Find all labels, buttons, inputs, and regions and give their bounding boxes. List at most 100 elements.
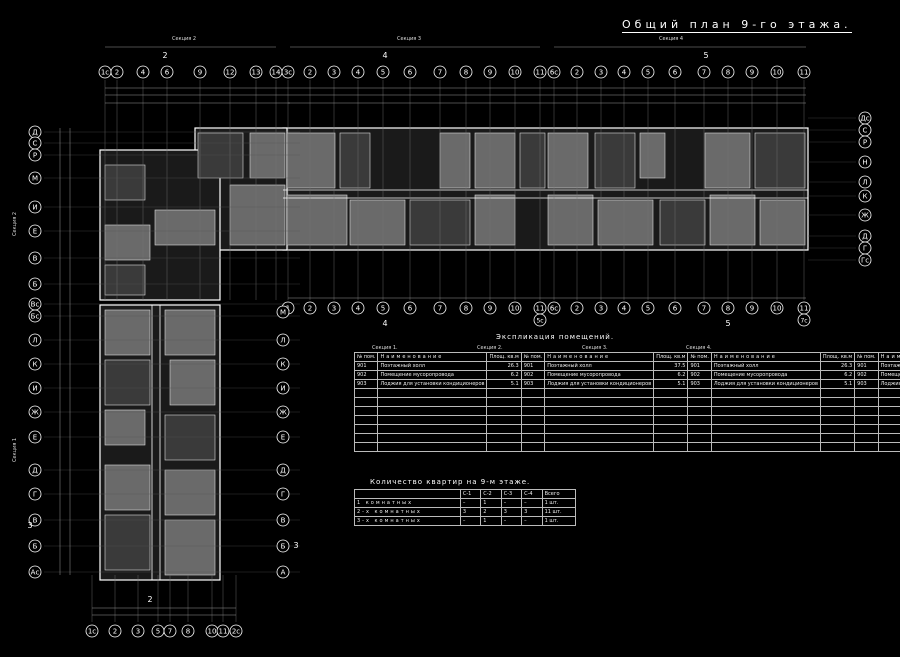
- axis-bubble-left-label: К: [33, 361, 38, 369]
- axis-bubble-top-label: 2: [308, 69, 312, 77]
- cut-mark-label: 4: [382, 319, 387, 328]
- axis-bubble-right-label: Л: [862, 179, 867, 187]
- axis-bubble-top: [770, 65, 784, 79]
- axis-bubble-mid-right: [276, 539, 290, 553]
- apartment-count: –: [500, 516, 523, 526]
- axis-bubble-bottom: [770, 301, 784, 315]
- axis-bubble-top: [533, 65, 547, 79]
- room-area: [819, 442, 856, 452]
- apartments-title: Количество квартир на 9-м этаже.: [370, 478, 531, 486]
- axis-bubble-top: [594, 65, 608, 79]
- axis-bubble-right-label: Дс: [860, 115, 869, 123]
- apartment-count: –: [500, 498, 523, 508]
- axis-bubble-mid-right: [276, 430, 290, 444]
- room-number: [353, 415, 379, 425]
- room-area: [819, 397, 856, 407]
- room-name: [377, 424, 488, 434]
- axis-bubble-left-label: Б: [33, 281, 38, 289]
- axis-bubble-bottom-label: 4: [356, 305, 361, 313]
- room-number: 903: [687, 379, 712, 389]
- axis-bubble-mid-right-label: В: [281, 517, 286, 525]
- room-number: 903: [854, 379, 879, 389]
- room-number: [687, 442, 712, 452]
- room-number: [687, 433, 712, 443]
- room-name: [377, 397, 488, 407]
- room-name: Помещение мусоропровода: [377, 370, 488, 380]
- room-31: [104, 409, 146, 446]
- axis-bubble-left: [28, 171, 42, 185]
- room-number: [520, 406, 546, 416]
- apartment-count: 3: [500, 507, 523, 517]
- axis-bubble-mid-right: [276, 463, 290, 477]
- cut-mark-label: 3: [293, 541, 298, 550]
- axis-bubble-top-label: 4: [622, 69, 627, 77]
- room-name: Поэтажный холл: [710, 361, 821, 371]
- header-name: Наименование: [377, 352, 488, 362]
- axis-bubble-bottom: [668, 301, 682, 315]
- room-number: 902: [353, 370, 379, 380]
- axis-bubble-top: [668, 65, 682, 79]
- room-name: [544, 424, 655, 434]
- room-area: 5.1: [486, 379, 522, 389]
- section-label-top-2: Секция 2: [172, 36, 197, 42]
- axis-grid: [44, 46, 856, 622]
- axis-bubble-top-label: 11: [536, 69, 545, 77]
- axis-bubble-left: [28, 463, 42, 477]
- room-area: [486, 442, 522, 452]
- room-name: [877, 442, 900, 452]
- axis-bubble-right: [858, 253, 872, 267]
- room-area: [486, 397, 522, 407]
- room-area: 26.3: [819, 361, 856, 371]
- axis-bubble-top: [351, 65, 365, 79]
- axis-bubble-bottom-left: [229, 624, 243, 638]
- room-number: [854, 406, 879, 416]
- apartment-type: 3-х комнатных: [354, 516, 461, 526]
- axis-bubble-top: [327, 65, 341, 79]
- axis-bubble-mid-right-label: И: [280, 385, 285, 393]
- room-20: [197, 132, 244, 179]
- room-number: 903: [353, 379, 379, 389]
- axis-bubble-left: [28, 539, 42, 553]
- room-name: [710, 442, 821, 452]
- axis-bubble-bottom: [594, 301, 608, 315]
- axis-bubble-left-label: Бс: [31, 313, 40, 321]
- table-row: 3-х комнатных–1––1 шт.: [354, 516, 577, 526]
- axis-bubble-right-label: Гс: [861, 257, 869, 265]
- room-number: [687, 388, 712, 398]
- room-name: [544, 433, 655, 443]
- room-name: [877, 433, 900, 443]
- axis-bubble-top-label: 6с: [550, 69, 558, 77]
- axis-bubble-left-label: В: [33, 517, 38, 525]
- axis-bubble-top-label: 3с: [284, 69, 292, 77]
- apartment-count: 1: [480, 516, 502, 526]
- axis-bubble-bottom-left-label: 2: [113, 628, 117, 636]
- axis-bubble-left: [28, 430, 42, 444]
- table-row: [353, 415, 900, 425]
- room-name: Помещение мусоропровода: [710, 370, 821, 380]
- axis-bubble-right: [858, 135, 872, 149]
- room-name: [377, 433, 488, 443]
- apartment-type: 2-х комнатных: [354, 507, 461, 517]
- axis-bubble-right-label: Ж: [861, 212, 869, 220]
- room-25: [154, 209, 216, 246]
- axis-bubble-right: [858, 189, 872, 203]
- room-number: [353, 442, 379, 452]
- axis-bubble-right-label: Г: [863, 245, 867, 253]
- header-name: Наименование: [877, 352, 900, 362]
- section-label-top-3: Секция 3: [397, 36, 422, 42]
- room-number: [687, 415, 712, 425]
- axis-bubble-top: [223, 65, 237, 79]
- axis-bubble-top: [459, 65, 473, 79]
- room-number: [687, 397, 712, 407]
- axis-bubble-bottom: [721, 301, 735, 315]
- axis-bubble-left-label: М: [32, 175, 38, 183]
- axis-bubble-top-label: 4: [356, 69, 361, 77]
- room-name: [877, 406, 900, 416]
- axis-bubble-top-label: 6: [673, 69, 678, 77]
- axis-bubble-left-label: Е: [33, 228, 37, 236]
- axis-bubble-left-label: Д: [32, 467, 38, 475]
- axis-bubble-bottom-label: 4: [622, 305, 627, 313]
- explication-section-3: Секция 3.: [582, 345, 608, 351]
- room-name: [377, 415, 488, 425]
